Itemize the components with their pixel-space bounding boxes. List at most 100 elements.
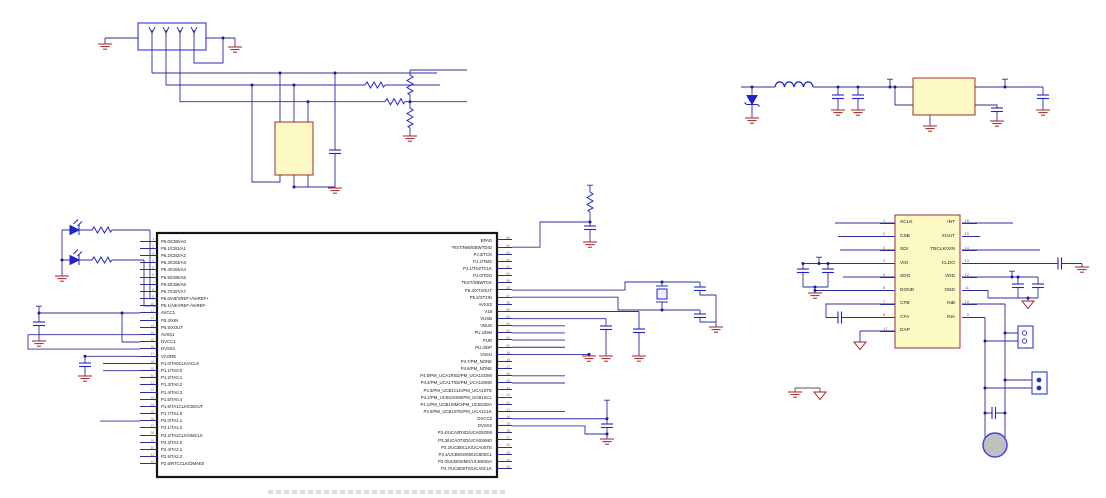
pin-row: 15 DVCC1 [140, 338, 500, 345]
pin-label: P5.4/XIN [161, 317, 179, 323]
pin-label: AVCC1 [161, 310, 176, 316]
pin-stub [140, 369, 157, 371]
pin-label: P1.5/TA0.4 [161, 396, 183, 402]
pin-number: 25 [150, 409, 154, 414]
pin-row: 2 P6.1/CB1/A1 [140, 245, 500, 252]
pin-stub [962, 317, 977, 319]
pin-row: 28 P2.2/TA2CLK/SMCLK [140, 431, 500, 438]
pin-label: CSB [900, 233, 910, 239]
pin-row: 10 INB [901, 297, 977, 311]
pin-row: 25 P1.7/TA1.0 [140, 410, 500, 417]
pin-row: 35 P3.1/UCB0SOMI/UCB0SCL [300, 451, 512, 458]
pin-number: 43 [506, 393, 510, 398]
pin-label: P1.3/TA0.2 [161, 382, 183, 388]
pin-row: 1 SCLK [880, 216, 956, 230]
pin-stub [497, 446, 512, 448]
pin-row: 7 P6.6/CB6/A6 [140, 281, 500, 288]
pin-row: 23 P1.5/TA0.4 [140, 396, 500, 403]
gnd-symbol [850, 109, 866, 116]
pin-number: 1 [152, 237, 154, 242]
pin-label: PJ.2/TMS [473, 259, 492, 264]
pin-number: 61 [506, 264, 510, 269]
pin-number: 34 [506, 457, 510, 462]
agnd-symbol [1021, 300, 1035, 309]
pin-number: 52 [506, 329, 510, 334]
pin-number: 35 [506, 450, 510, 455]
pin-row: 29 P2.3/TA2.0 [140, 439, 500, 446]
pin-label: VSSU [480, 351, 492, 357]
pin-stub [962, 222, 977, 224]
pin-row: 7 CFB [880, 297, 956, 311]
pin-row: 4 P6.3/CB3/A3 [140, 259, 500, 266]
pin-stub [497, 325, 512, 327]
pin-number: 60 [506, 272, 510, 277]
pin-label: P2.1/TA1.2 [161, 425, 183, 431]
pin-stub [497, 296, 512, 298]
pin-stub [497, 260, 512, 262]
pin-number: 23 [150, 395, 154, 400]
pin-number: 36 [506, 443, 510, 448]
pin-row: 53 VBUS [300, 322, 512, 329]
pin-label: SDI [900, 247, 908, 253]
j4-connector [1031, 371, 1048, 395]
pin-label: P6.5/CB5/A5 [161, 274, 186, 280]
cap-c17 [78, 362, 92, 368]
pin-label: P1.6/TA1CLK/CBOUT [161, 403, 204, 409]
cap-c18 [837, 310, 843, 325]
pin-label: DVSS2 [477, 423, 492, 429]
gnd-symbol [1035, 109, 1051, 116]
pin-number: 3 [883, 244, 886, 250]
pin-stub [962, 276, 977, 278]
pin-stub [497, 410, 512, 412]
pin-number: 12 [964, 271, 969, 277]
resistor-r1 [364, 81, 386, 89]
pin-label: P5.2/XT2IN [469, 294, 492, 300]
pin-label: V18 [484, 308, 492, 314]
pin-label: DVCC1 [161, 339, 176, 345]
pin-stub [497, 382, 512, 384]
cap-c11 [32, 321, 46, 327]
pin-number: 22 [150, 388, 154, 393]
agnd-symbol [813, 391, 827, 400]
pin-number: 26 [150, 417, 154, 422]
pin-label: P4.3/PM_UCB1CLK/PM_UCA1STE [423, 387, 492, 393]
pin-row: 15 XOUT [901, 230, 977, 244]
pin-label: P6.1/CB1/A1 [161, 245, 186, 251]
pin-label: DGND [900, 287, 915, 293]
pin-label: P3.2/UCB0CLK/UCA0STE [441, 444, 492, 450]
pin-label: P3.0/UCB0SIMO/UCB0SDA [438, 458, 492, 464]
pin-stub [497, 332, 512, 334]
pin-number: 51 [506, 336, 510, 341]
pin-row: 12 P5.4/XIN [140, 316, 500, 323]
pin-label: P1.4/TA0.3 [161, 389, 183, 395]
pin-label: PUR [482, 337, 492, 343]
pin-number: 13 [150, 323, 154, 328]
pin-label: XOUT [941, 233, 955, 239]
pin-stub [497, 425, 512, 427]
pin-stub [497, 418, 512, 419]
pin-stub [140, 240, 157, 242]
pin-row: 39 DVSS2 [300, 422, 512, 429]
u4-right-pins: 16 INT 15 XOUT 14 TBCLK/XIN 13 CLDO 12 V… [901, 216, 977, 324]
pin-row: 40 DVCC2 [300, 415, 512, 422]
pin-label: P4.2/PM_UCB1SOMI/PM_UCB1SCL [420, 394, 492, 400]
pin-number: 31 [150, 453, 154, 458]
pin-row: 52 PU.1/DM [300, 329, 512, 336]
pin-stub [140, 247, 157, 249]
pin-number: 18 [150, 359, 154, 364]
pin-label: SCLK [900, 220, 913, 226]
gnd-symbol [31, 340, 47, 347]
gnd-symbol [599, 438, 615, 445]
pin-number: 14 [150, 330, 154, 335]
pin-number: 6 [883, 285, 886, 291]
pin-row: 17 VCORE [140, 352, 500, 359]
gnd-symbol [227, 46, 243, 53]
cap-c8 [693, 286, 707, 292]
pin-stub [497, 339, 512, 341]
pin-label: DAP [900, 328, 910, 334]
pin-label: P4.5/PM_UCA1RXD/PM_UCA1SOMI [420, 373, 492, 379]
pin-number: 11 [964, 285, 969, 291]
u4-left-pins: 1 SCLK 2 CSB 3 SDI 4 VIO 5 SDO 6 [880, 216, 956, 338]
pin-stub [880, 303, 895, 305]
cap-c6 [328, 149, 342, 155]
